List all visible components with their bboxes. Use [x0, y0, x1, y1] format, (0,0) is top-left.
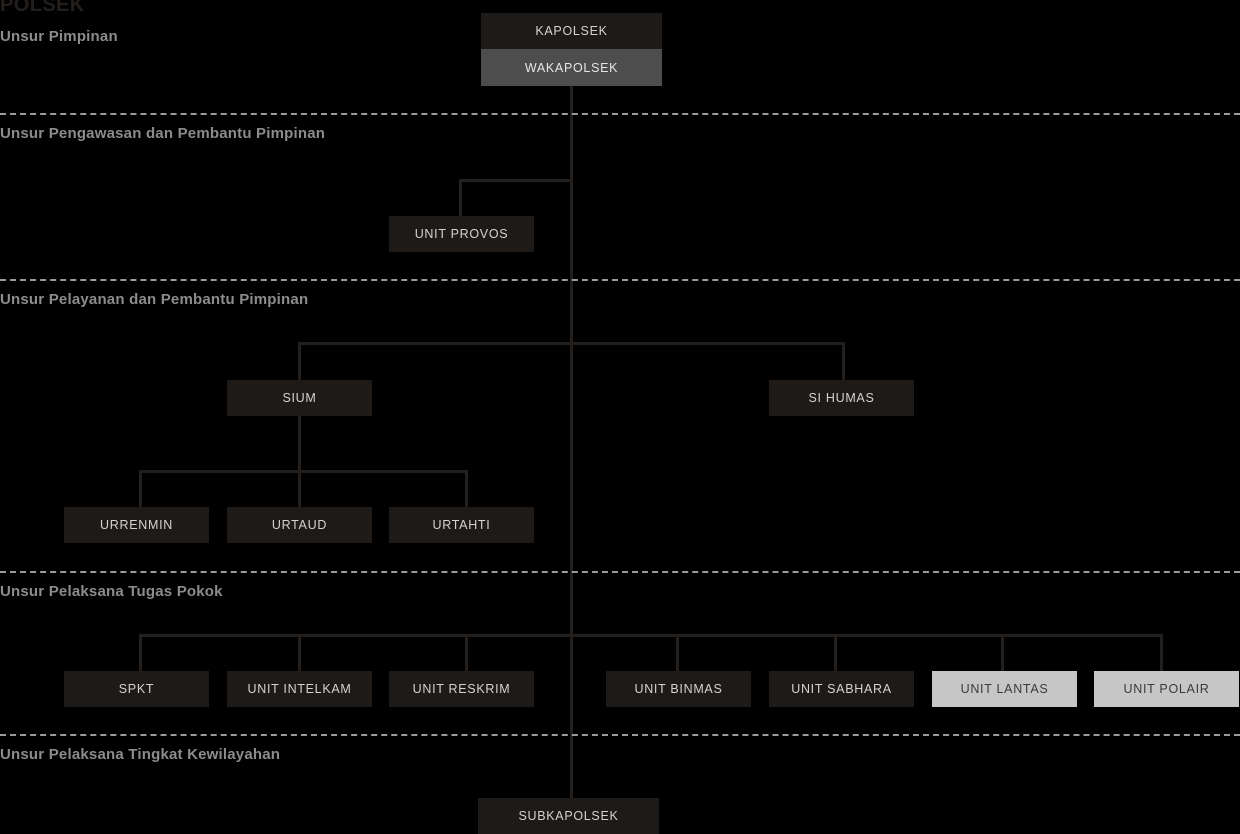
section-label-pengawasan: Unsur Pengawasan dan Pembantu Pimpinan [0, 125, 326, 142]
node-unit-provos[interactable]: UNIT PROVOS [389, 216, 534, 252]
connector-intelkam-drop [298, 634, 301, 674]
connector-urtahti-drop [465, 470, 468, 510]
node-urtaud[interactable]: URTAUD [227, 507, 372, 543]
node-unit-sabhara[interactable]: UNIT SABHARA [769, 671, 914, 707]
node-subkapolsek[interactable]: SUBKAPOLSEK [478, 798, 659, 834]
connector-urtaud-drop [298, 470, 301, 510]
node-si-humas[interactable]: SI HUMAS [769, 380, 914, 416]
section-divider-pengawasan [0, 113, 1240, 115]
section-divider-kewilayahan [0, 734, 1240, 736]
section-divider-tugas-pokok [0, 571, 1240, 573]
node-unit-reskrim[interactable]: UNIT RESKRIM [389, 671, 534, 707]
node-wakapolsek[interactable]: WAKAPOLSEK [481, 49, 662, 86]
trunk-spine [570, 86, 573, 798]
node-urrenmin[interactable]: URRENMIN [64, 507, 209, 543]
node-sium[interactable]: SIUM [227, 380, 372, 416]
node-unit-binmas[interactable]: UNIT BINMAS [606, 671, 751, 707]
connector-spkt-drop [139, 634, 142, 674]
connector-sium-drop [298, 342, 301, 383]
connector-sabhara-drop [834, 634, 837, 674]
connector-urusan-bus [139, 470, 468, 473]
connector-lantas-drop [1001, 634, 1004, 674]
node-unit-intelkam[interactable]: UNIT INTELKAM [227, 671, 372, 707]
page-title: POLSEK [0, 0, 85, 16]
node-unit-lantas[interactable]: UNIT LANTAS [932, 671, 1077, 707]
connector-polair-drop [1160, 634, 1163, 674]
connector-sium-down [298, 416, 301, 473]
connector-provos-horizontal [459, 179, 573, 182]
connector-binmas-drop [676, 634, 679, 674]
connector-pelayanan-bus [301, 342, 845, 345]
node-urtahti[interactable]: URTAHTI [389, 507, 534, 543]
section-label-tugas-pokok: Unsur Pelaksana Tugas Pokok [0, 583, 223, 600]
connector-tugaspokok-bus [139, 634, 1163, 637]
section-label-pimpinan: Unsur Pimpinan [0, 28, 118, 45]
node-spkt[interactable]: SPKT [64, 671, 209, 707]
section-divider-pelayanan [0, 279, 1240, 281]
connector-reskrim-drop [465, 634, 468, 674]
connector-sihumas-drop [842, 342, 845, 383]
section-label-pelayanan: Unsur Pelayanan dan Pembantu Pimpinan [0, 291, 309, 308]
connector-provos-drop [459, 179, 462, 219]
section-label-kewilayahan: Unsur Pelaksana Tingkat Kewilayahan [0, 746, 281, 763]
node-unit-polair[interactable]: UNIT POLAIR [1094, 671, 1239, 707]
node-kapolsek[interactable]: KAPOLSEK [481, 13, 662, 49]
connector-urrenmin-drop [139, 470, 142, 510]
